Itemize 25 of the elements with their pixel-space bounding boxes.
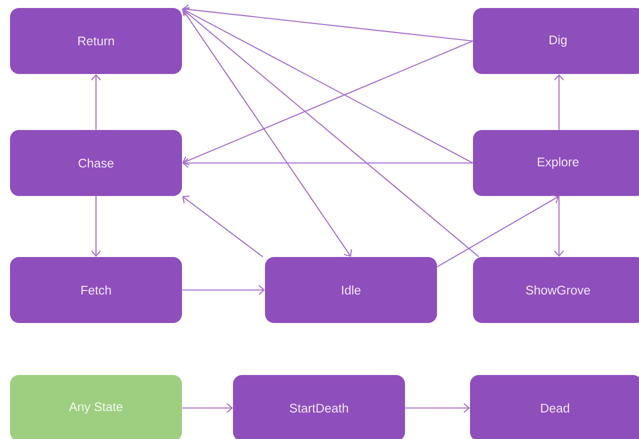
state-box: Dead [470,375,639,439]
state-box: Fetch [10,257,182,323]
arrow [436,194,559,268]
arrow [182,8,352,257]
arrow [182,7,474,164]
arrow [554,74,564,130]
arrow [405,403,470,413]
state-box: StartDeath [233,375,405,439]
state-box: Dig [473,8,639,74]
state-box: Any State [10,375,182,439]
state-box: Idle [265,257,437,323]
arrow [182,4,473,42]
state-box: Return [10,8,182,74]
arrow [91,196,101,257]
state-box: Explore [473,130,639,196]
arrow [554,196,564,257]
arrow [91,74,101,130]
arrow [182,285,265,295]
arrow [182,40,474,166]
arrow [182,196,264,258]
arrow [182,8,480,258]
arrow [182,403,233,413]
arrow [182,158,473,168]
state-box: ShowGrove [473,257,639,323]
state-box: Chase [10,130,182,196]
